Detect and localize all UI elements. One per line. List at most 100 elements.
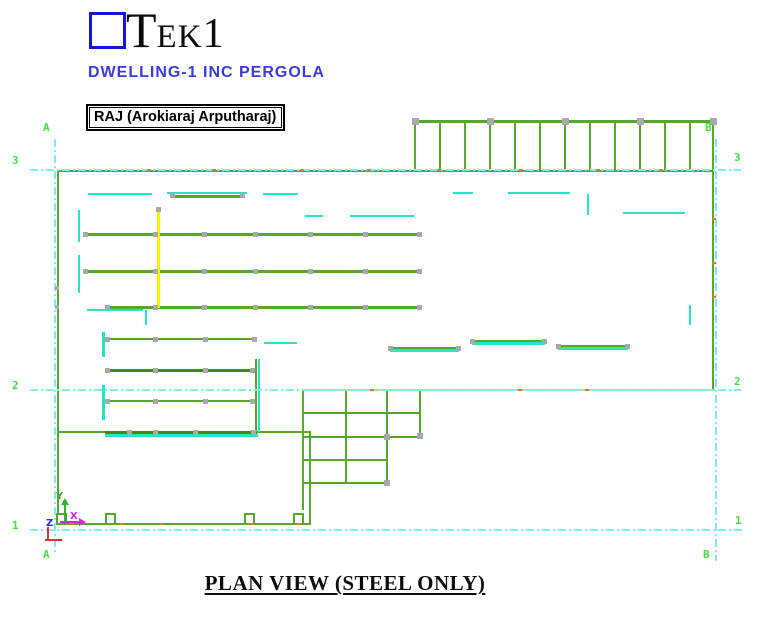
z-axis-label: Z	[46, 518, 54, 529]
y-axis-label: Y	[56, 491, 64, 502]
beam[interactable]	[172, 195, 242, 198]
outline-bottom-left[interactable]	[57, 523, 311, 525]
grid-label-1: 1	[735, 514, 742, 527]
gridline-1[interactable]	[30, 529, 743, 531]
outline-left[interactable]	[57, 170, 59, 525]
stair-stringer[interactable]	[302, 389, 304, 510]
purlin[interactable]	[87, 309, 143, 311]
purlin[interactable]	[689, 305, 691, 325]
purlin[interactable]	[305, 215, 323, 217]
purlin[interactable]	[263, 193, 298, 195]
canopy-joist[interactable]	[514, 121, 516, 171]
weld-tick	[120, 523, 124, 525]
grid-label-3: 3	[734, 151, 741, 164]
beam-flange[interactable]	[390, 349, 459, 352]
purlin[interactable]	[78, 255, 80, 293]
gridline-A[interactable]	[54, 139, 56, 554]
canopy-joist[interactable]	[712, 121, 714, 171]
selected-member[interactable]	[157, 209, 160, 308]
connection-node	[251, 430, 256, 435]
purlin[interactable]	[102, 385, 105, 420]
purlin[interactable]	[102, 332, 105, 357]
canopy-joist[interactable]	[414, 121, 416, 171]
purlin[interactable]	[587, 194, 589, 215]
connection-node	[153, 305, 158, 310]
gridline-B[interactable]	[715, 139, 717, 561]
beam[interactable]	[107, 338, 256, 340]
weld-tick	[250, 523, 254, 525]
beam-flange[interactable]	[105, 434, 258, 437]
weld-tick	[519, 169, 523, 171]
post-line[interactable]	[258, 359, 260, 432]
stair-tread[interactable]	[302, 412, 421, 414]
column-post[interactable]	[105, 513, 116, 525]
beam[interactable]	[390, 347, 459, 349]
stair-tread[interactable]	[302, 482, 388, 484]
beam-flange[interactable]	[558, 347, 628, 350]
column-post[interactable]	[56, 513, 67, 525]
purlin[interactable]	[88, 193, 152, 195]
grid-label-B: B	[703, 548, 710, 561]
connection-node	[202, 305, 207, 310]
connection-node	[203, 399, 208, 404]
canopy-joist[interactable]	[539, 121, 541, 171]
purlin[interactable]	[623, 212, 685, 214]
grid-label-2: 2	[734, 375, 741, 388]
outline-right[interactable]	[712, 170, 714, 390]
canopy-joist[interactable]	[639, 121, 641, 171]
beam[interactable]	[558, 345, 628, 347]
connection-node	[625, 344, 630, 349]
room-right-edge[interactable]	[309, 432, 311, 525]
connection-node	[384, 480, 390, 486]
stair-tread[interactable]	[302, 459, 388, 461]
column-post[interactable]	[244, 513, 255, 525]
connection-node	[487, 118, 494, 125]
post-line[interactable]	[255, 359, 257, 432]
grid-label-2: 2	[12, 379, 19, 392]
canopy-joist[interactable]	[614, 121, 616, 171]
connection-node	[156, 207, 161, 212]
canopy-joist[interactable]	[589, 121, 591, 171]
beam[interactable]	[105, 431, 257, 434]
beam[interactable]	[107, 306, 421, 309]
beam[interactable]	[107, 369, 254, 372]
connection-node	[83, 232, 88, 237]
grid-label-1: 1	[12, 519, 19, 532]
connection-node	[253, 305, 258, 310]
purlin[interactable]	[145, 310, 147, 325]
connection-node	[55, 305, 59, 309]
outline-top[interactable]	[57, 170, 714, 172]
connection-node	[412, 118, 419, 125]
purlin[interactable]	[350, 215, 414, 217]
project-title: DWELLING-1 INC PERGOLA	[88, 64, 326, 81]
canopy-joist[interactable]	[664, 121, 666, 171]
stair-tread[interactable]	[302, 436, 421, 438]
canopy-joist[interactable]	[489, 121, 491, 171]
connection-node	[417, 269, 422, 274]
purlin[interactable]	[167, 192, 247, 194]
purlin[interactable]	[453, 192, 473, 194]
grid-label-A: A	[43, 548, 50, 561]
grid-label-A: A	[43, 121, 50, 134]
purlin[interactable]	[508, 192, 570, 194]
connection-node	[127, 430, 132, 435]
canopy-joist[interactable]	[464, 121, 466, 171]
connection-node	[637, 118, 644, 125]
connection-node	[542, 339, 547, 344]
beam[interactable]	[472, 340, 545, 342]
connection-node	[170, 193, 175, 198]
beam-flange[interactable]	[472, 342, 545, 345]
canopy-joist[interactable]	[564, 121, 566, 171]
x-axis-arrowhead	[79, 518, 86, 526]
connection-node	[193, 430, 198, 435]
purlin[interactable]	[264, 342, 297, 344]
gridline-3[interactable]	[30, 169, 741, 171]
beam[interactable]	[107, 400, 253, 402]
gridline-2[interactable]	[30, 389, 741, 391]
purlin[interactable]	[78, 210, 80, 242]
connection-node	[710, 118, 717, 125]
canopy-joist[interactable]	[439, 121, 441, 171]
connection-node	[105, 368, 110, 373]
canopy-joist[interactable]	[689, 121, 691, 171]
